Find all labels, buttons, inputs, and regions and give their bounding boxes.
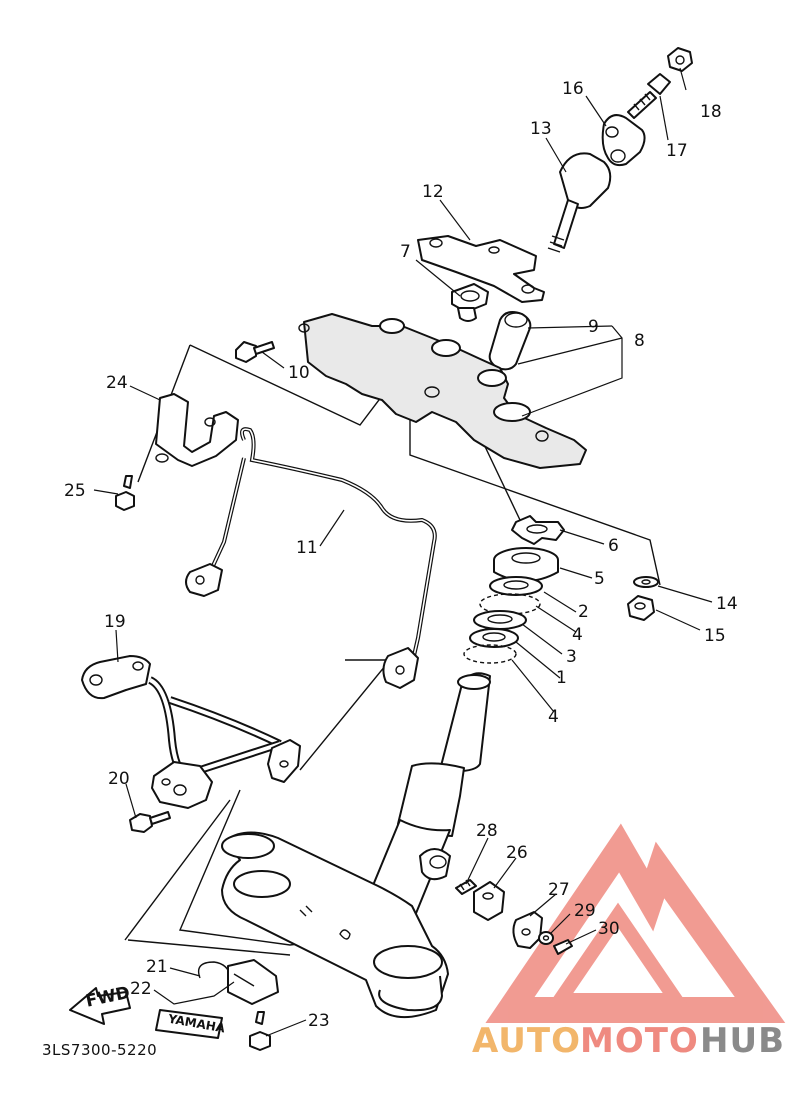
callout-19: 19 <box>104 612 126 632</box>
callout-4-upper: 4 <box>572 625 583 645</box>
cable-part-11 <box>185 427 437 689</box>
lock-part-26 <box>473 881 505 921</box>
race-part-3 <box>473 610 527 630</box>
callout-3: 3 <box>566 647 577 667</box>
diagram-code: 3LS7300-5220 <box>42 1041 157 1059</box>
callout-2: 2 <box>578 602 589 622</box>
washer-part-14 <box>633 576 659 588</box>
callout-29: 29 <box>574 901 596 921</box>
callout-13: 13 <box>530 119 552 139</box>
screw-part-25 <box>115 475 135 511</box>
callout-30: 30 <box>598 919 620 939</box>
ring-nut-part-6 <box>511 515 565 545</box>
callout-16: 16 <box>562 79 584 99</box>
callout-28: 28 <box>476 821 498 841</box>
callout-25: 25 <box>64 481 86 501</box>
lower-race-part-1 <box>469 628 519 648</box>
callout-12: 12 <box>422 182 444 202</box>
watermark-hub: HUB <box>700 1021 785 1061</box>
callout-numbers: 1 2 3 4 4 5 6 7 8 9 10 11 12 13 14 15 16… <box>64 79 738 1031</box>
callout-11: 11 <box>296 538 318 558</box>
stay-part-19 <box>81 655 301 809</box>
washer-part-29 <box>538 931 554 945</box>
steering-bolt-part-7 <box>451 283 489 322</box>
fwd-arrow: FWD <box>69 983 132 1025</box>
callout-7: 7 <box>400 242 411 262</box>
clip-part-21 <box>197 961 231 979</box>
leader-lines <box>93 67 713 1037</box>
callout-27: 27 <box>548 880 570 900</box>
plate-part-27 <box>512 911 543 949</box>
plate-part-12 <box>417 235 545 303</box>
callout-15: 15 <box>704 626 726 646</box>
callout-8: 8 <box>634 331 645 351</box>
callout-9: 9 <box>588 317 599 337</box>
screw-part-23 <box>249 1011 271 1051</box>
yamaha-emblem: YAMAHA <box>155 1009 227 1039</box>
handlebar-holder-part-13 <box>547 152 612 253</box>
clamp-upper-part-16 <box>601 114 646 167</box>
callout-5: 5 <box>594 569 605 589</box>
bolt-part-20 <box>129 811 171 833</box>
watermark-auto: AUTO <box>472 1021 581 1061</box>
callout-6: 6 <box>608 536 619 556</box>
callout-17: 17 <box>666 141 688 161</box>
emblem-plate-part-22 <box>227 959 279 1005</box>
callout-20: 20 <box>108 769 130 789</box>
bracket-part-24 <box>155 393 239 467</box>
nut-part-18 <box>667 47 693 72</box>
callout-14: 14 <box>716 594 738 614</box>
callout-24: 24 <box>106 373 128 393</box>
watermark-moto: MOTO <box>580 1021 699 1061</box>
damper-part-9 <box>488 311 532 371</box>
steering-stem <box>221 672 491 1019</box>
watermark-logo <box>485 823 786 1023</box>
callout-21: 21 <box>146 957 168 977</box>
bolt-part-10 <box>235 341 275 363</box>
ball-bearings-lower-part-4 <box>463 644 517 664</box>
callout-4-lower: 4 <box>548 707 559 727</box>
upper-race-part-2 <box>489 576 543 596</box>
ball-bearings-upper-part-4 <box>479 593 541 615</box>
screw-part-28 <box>455 879 477 895</box>
callout-23: 23 <box>308 1011 330 1031</box>
callout-18: 18 <box>700 102 722 122</box>
bolt-part-17 <box>627 73 671 119</box>
callout-22: 22 <box>130 979 152 999</box>
callout-1: 1 <box>556 668 567 688</box>
callout-26: 26 <box>506 843 528 863</box>
upper-bracket-part-8 <box>298 313 587 469</box>
bearing-cover-part-5 <box>493 547 559 582</box>
callout-10: 10 <box>288 363 310 383</box>
nut-part-15 <box>627 595 655 621</box>
watermark-text: AUTO MOTO HUB <box>472 1021 785 1061</box>
